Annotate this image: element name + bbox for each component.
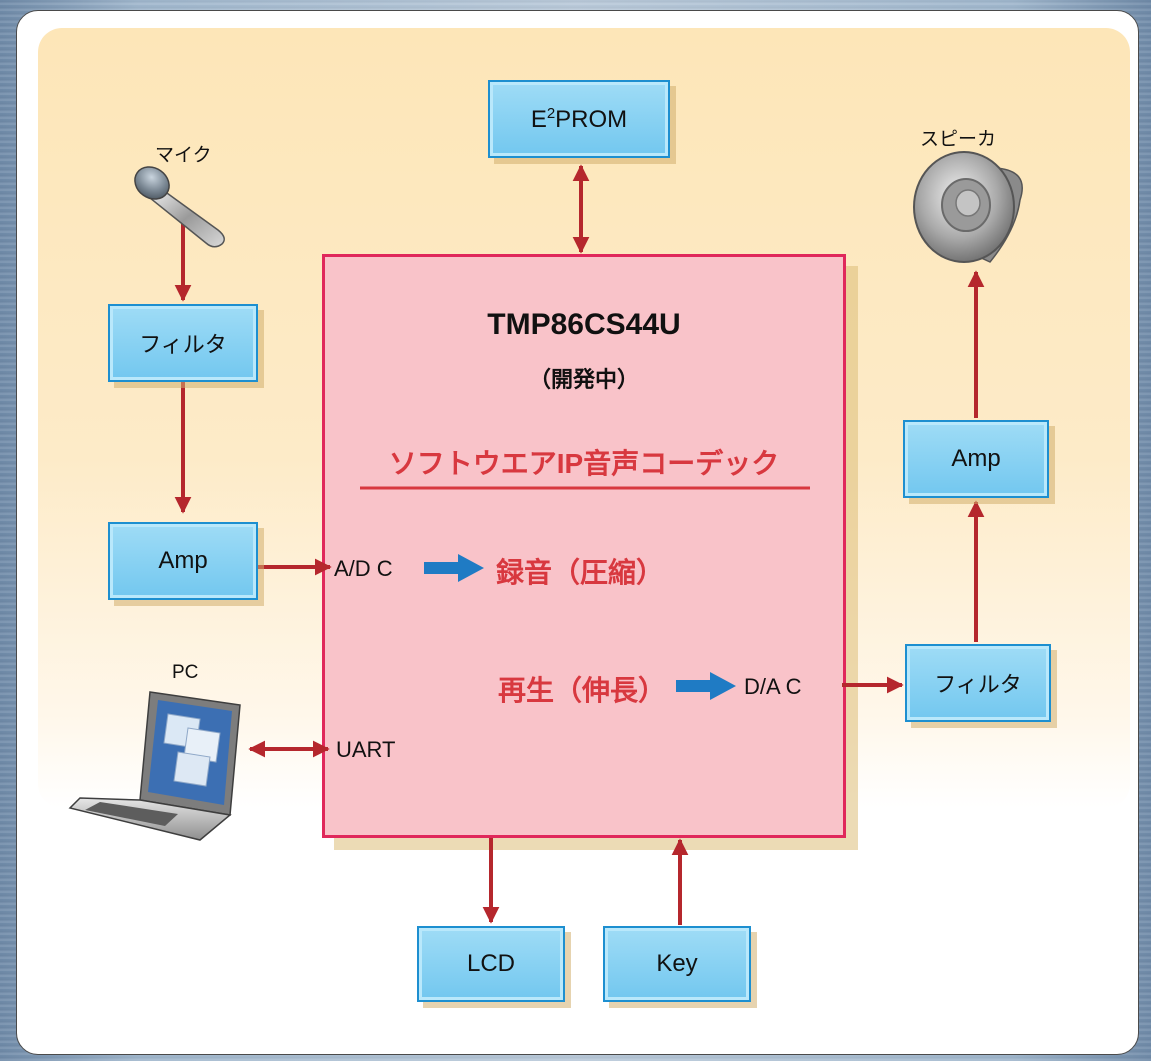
main-chip-block — [322, 254, 846, 838]
lcd-box: LCD — [417, 926, 565, 1002]
record-label: 録音（圧縮） — [496, 557, 665, 588]
flow-arrow-record — [424, 554, 484, 582]
amp-out-label: Amp — [951, 445, 1001, 472]
lcd-label: LCD — [466, 950, 515, 977]
filter-out-label: フィルタ — [934, 672, 1022, 697]
key-label: Key — [656, 950, 698, 977]
filter-in-box: フィルタ — [108, 304, 258, 382]
mic-label: マイク — [155, 145, 212, 166]
laptop-icon — [68, 691, 241, 841]
pc-label: PC — [172, 662, 199, 683]
dac-label: D/A C — [744, 674, 802, 699]
filter-out-box: フィルタ — [905, 644, 1051, 722]
chip-subtitle: ソフトウエアIP音声コーデック — [388, 448, 780, 479]
uart-label: UART — [336, 737, 396, 762]
speaker-label: スピーカ — [920, 129, 997, 150]
chip-name: TMP86CS44U — [487, 308, 681, 341]
adc-label: A/D C — [334, 556, 393, 581]
filter-in-label: フィルタ — [139, 332, 227, 357]
eeprom-superscript: 2 — [546, 104, 556, 122]
eeprom-suffix: PROM — [555, 105, 628, 133]
speaker-icon — [913, 151, 1023, 263]
eeprom-prefix: E — [530, 105, 547, 133]
amp-in-label: Amp — [158, 547, 208, 574]
amp-in-box: Amp — [108, 522, 258, 600]
playback-label: 再生（伸長） — [498, 675, 667, 706]
key-box: Key — [603, 926, 751, 1002]
eeprom-label: E2PROM — [531, 105, 627, 134]
eeprom-box: E2PROM — [488, 80, 670, 158]
flow-arrow-playback — [676, 672, 736, 700]
amp-out-box: Amp — [903, 420, 1049, 498]
chip-status: （開発中） — [528, 367, 639, 392]
microphone-icon — [134, 166, 225, 248]
